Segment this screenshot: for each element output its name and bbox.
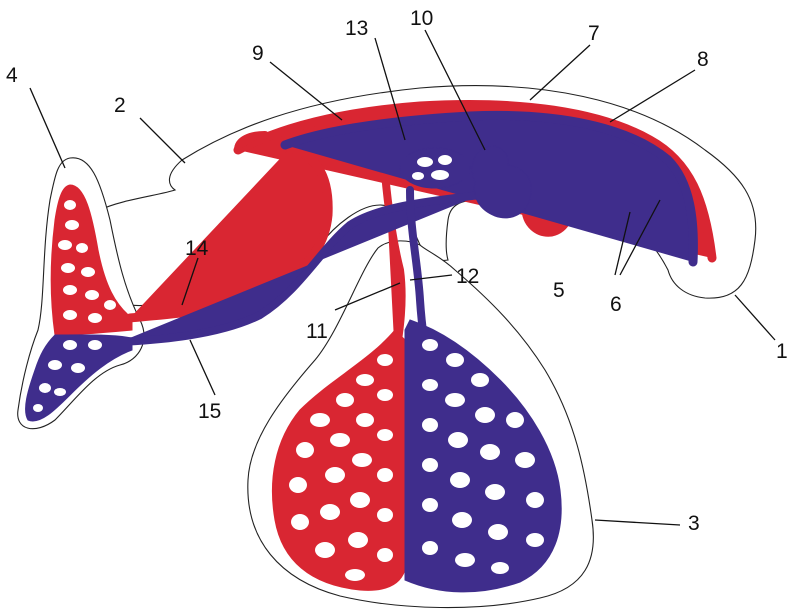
callout-3: 3 — [688, 512, 700, 535]
callout-10: 10 — [410, 7, 433, 30]
head-plexus — [400, 148, 470, 188]
callout-11: 11 — [306, 320, 328, 343]
leader-3 — [595, 520, 680, 525]
callout-15: 15 — [198, 400, 221, 423]
callout-9: 9 — [252, 42, 264, 65]
callout-5: 5 — [553, 279, 565, 302]
leader-8 — [610, 70, 695, 122]
callout-14: 14 — [185, 237, 209, 260]
callout-1: 1 — [776, 340, 788, 363]
callout-7: 7 — [588, 22, 600, 45]
callout-2: 2 — [114, 94, 126, 117]
callout-4: 4 — [6, 64, 18, 87]
callout-6: 6 — [610, 293, 622, 316]
callout-8: 8 — [697, 48, 709, 71]
callout-12: 12 — [456, 265, 479, 288]
leader-15 — [190, 340, 215, 395]
callout-13: 13 — [345, 17, 368, 40]
leader-2 — [140, 118, 185, 163]
leader-1 — [735, 295, 775, 340]
leader-4 — [30, 88, 65, 168]
